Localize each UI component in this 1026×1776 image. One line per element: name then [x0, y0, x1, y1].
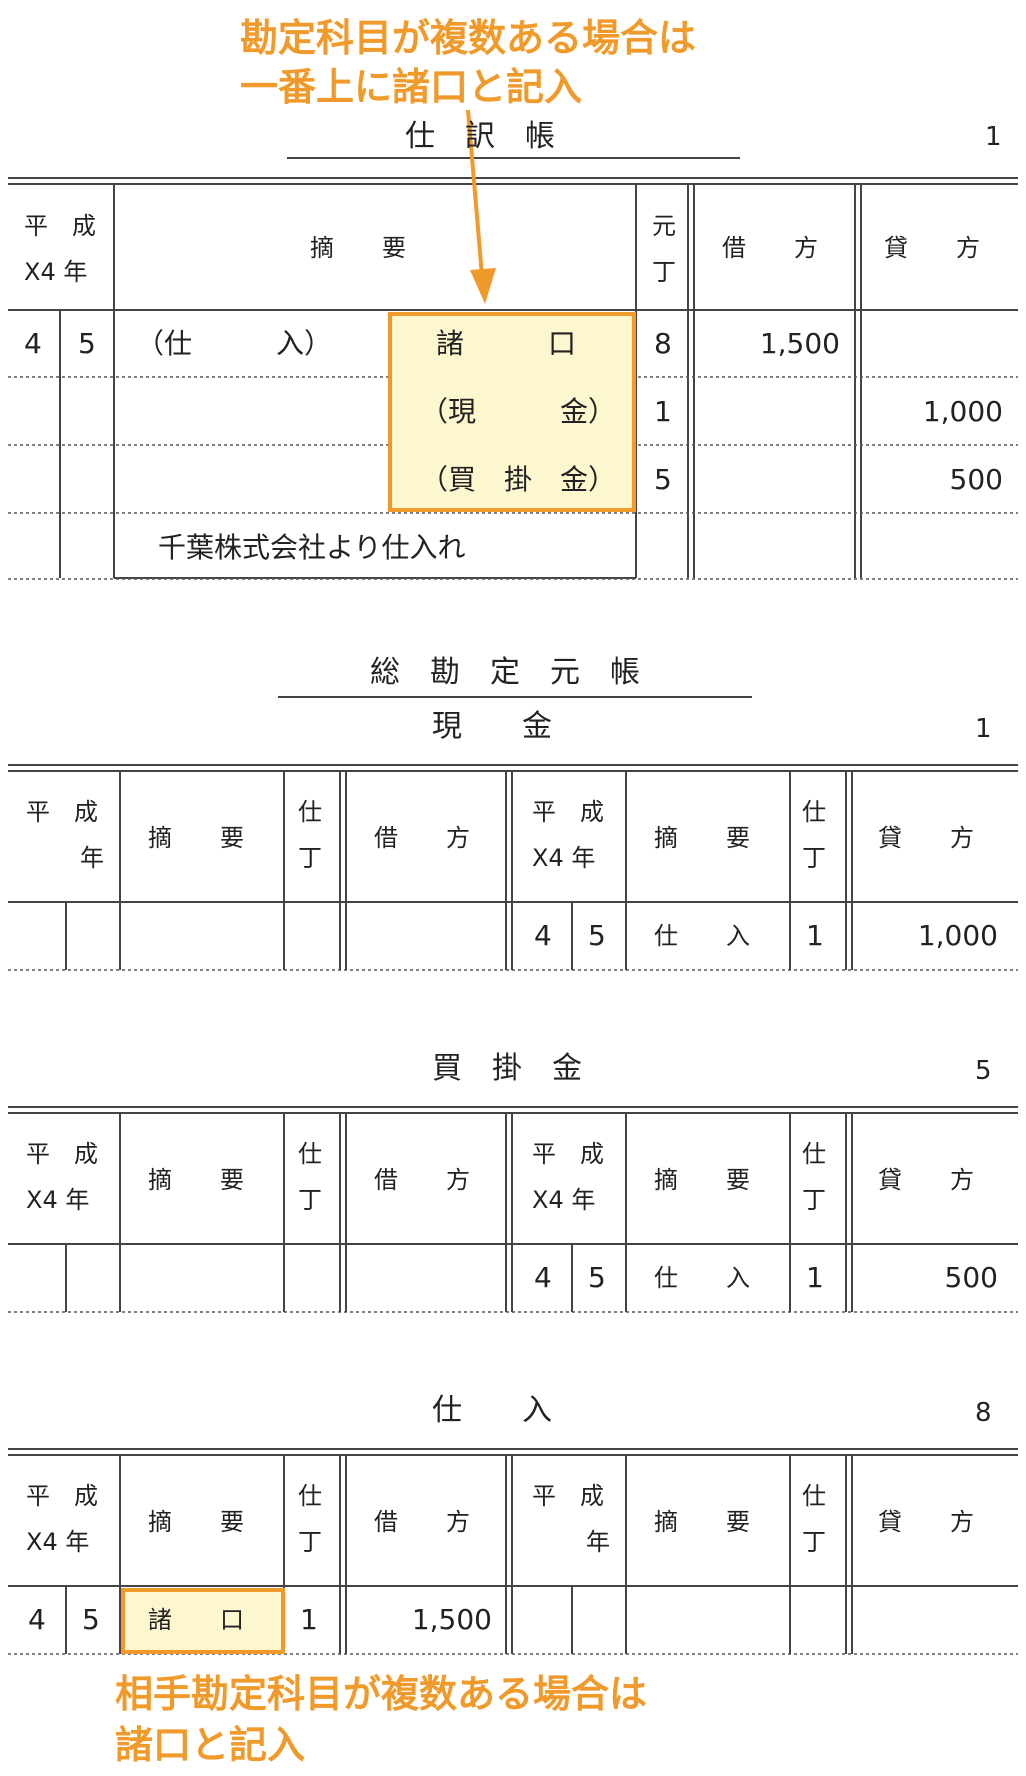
account-title: 現 金 [432, 709, 552, 744]
annotation-bottom-line1: 相手勘定科目が複数ある場合は [115, 1672, 648, 1716]
annotation-bottom-line2: 諸口と記入 [115, 1723, 306, 1767]
journal-row-ref: 1 [654, 395, 672, 428]
annotation-top-line2: 一番上に諸口と記入 [240, 65, 583, 109]
ledger-debit-day: 5 [82, 1603, 100, 1636]
journal-row-credit-amount: 500 [949, 463, 1003, 496]
ledger-header-era: 平 成 [532, 1482, 604, 1510]
ledger-header-description: 摘 要 [148, 1508, 244, 1536]
journal-row-credit-amount: 1,000 [922, 395, 1003, 428]
ledger-credit-amount: 1,000 [917, 919, 998, 952]
ledger-header-year: 年 [586, 1528, 610, 1556]
journal-credit-account: （現 金） [420, 395, 617, 428]
ledger-title: 総 勘 定 元 帳 [370, 655, 640, 690]
account-page-number: 5 [975, 1056, 992, 1086]
ledger-header-description: 摘 要 [654, 1166, 750, 1194]
journal-row-day: 5 [78, 327, 96, 360]
ledger-header-year: X4 年 [532, 844, 596, 872]
ledger-header-ref-top: 仕 [298, 1140, 322, 1168]
journal-header-ref-bottom: 丁 [652, 258, 676, 286]
ledger-header-description: 摘 要 [148, 824, 244, 852]
account-page-number: 1 [975, 714, 992, 744]
journal-header-debit: 借 方 [722, 234, 818, 262]
ledger-header-debit: 借 方 [374, 1508, 470, 1536]
journal-row-ref: 5 [654, 463, 672, 496]
ledger-header-credit: 貸 方 [878, 1166, 974, 1194]
journal-row-debit-amount: 1,500 [759, 327, 840, 360]
journal-header-year: X4 年 [24, 258, 88, 286]
journal-credit-account: （買 掛 金） [420, 463, 617, 496]
ledger-header-ref-top: 仕 [802, 798, 826, 826]
journal-memo: 千葉株式会社より仕入れ [158, 531, 466, 564]
journal-header-description: 摘 要 [310, 234, 406, 262]
ledger-credit-day: 5 [588, 1261, 606, 1294]
account-page-number: 8 [975, 1398, 992, 1428]
ledger-header-ref-top: 仕 [802, 1140, 826, 1168]
ledger-credit-description: 仕 入 [654, 922, 750, 950]
journal-row-ref: 8 [654, 327, 672, 360]
ledger-header-ref-bottom: 丁 [802, 844, 826, 872]
journal-row-month: 4 [24, 327, 42, 360]
ledger-debit-ref: 1 [300, 1603, 318, 1636]
ledger-header-era: 平 成 [26, 798, 98, 826]
account-title: 仕 入 [432, 1393, 552, 1428]
ledger-header-ref-bottom: 丁 [298, 844, 322, 872]
journal-header-era: 平 成 [24, 212, 96, 240]
ledger-header-credit: 貸 方 [878, 824, 974, 852]
ledger-header-credit: 貸 方 [878, 1508, 974, 1536]
ledger-credit-description: 仕 入 [654, 1264, 750, 1292]
ledger-header-description: 摘 要 [654, 824, 750, 852]
ledger-header-debit: 借 方 [374, 824, 470, 852]
ledger-header-year: 年 [80, 844, 104, 872]
annotation-top-line1: 勘定科目が複数ある場合は [240, 16, 697, 60]
ledger-header-description: 摘 要 [654, 1508, 750, 1536]
ledger-header-description: 摘 要 [148, 1166, 244, 1194]
ledger-credit-month: 4 [534, 1261, 552, 1294]
ledger-header-era: 平 成 [26, 1140, 98, 1168]
account-title: 買 掛 金 [432, 1051, 582, 1086]
ledger-header-ref-top: 仕 [298, 798, 322, 826]
ledger-header-ref-bottom: 丁 [802, 1186, 826, 1214]
ledger-header-era: 平 成 [532, 1140, 604, 1168]
ledger-header-debit: 借 方 [374, 1166, 470, 1194]
ledger-debit-amount: 1,500 [411, 1603, 492, 1636]
ledger-header-ref-bottom: 丁 [298, 1186, 322, 1214]
journal-page-number: 1 [985, 122, 1002, 152]
ledger-header-year: X4 年 [26, 1528, 90, 1556]
ledger-header-year: X4 年 [532, 1186, 596, 1214]
ledger-credit-ref: 1 [806, 919, 824, 952]
ledger-header-ref-top: 仕 [298, 1482, 322, 1510]
ledger-header-era: 平 成 [532, 798, 604, 826]
ledger-header-year: X4 年 [26, 1186, 90, 1214]
ledger-header-ref-bottom: 丁 [298, 1528, 322, 1556]
journal-header-credit: 貸 方 [884, 234, 980, 262]
ledger-header-ref-top: 仕 [802, 1482, 826, 1510]
ledger-credit-day: 5 [588, 919, 606, 952]
ledger-credit-month: 4 [534, 919, 552, 952]
ledger-credit-ref: 1 [806, 1261, 824, 1294]
journal-credit-account-sundry: 諸 口 [436, 327, 577, 360]
ledger-debit-description: 諸 口 [148, 1606, 244, 1634]
ledger-debit-month: 4 [28, 1603, 46, 1636]
ledger-header-era: 平 成 [26, 1482, 98, 1510]
ledger-credit-amount: 500 [944, 1261, 998, 1294]
journal-header-ref-top: 元 [652, 212, 676, 240]
ledger-header-ref-bottom: 丁 [802, 1528, 826, 1556]
journal-title: 仕 訳 帳 [405, 119, 555, 154]
journal-debit-account: （仕 入） [136, 327, 333, 360]
